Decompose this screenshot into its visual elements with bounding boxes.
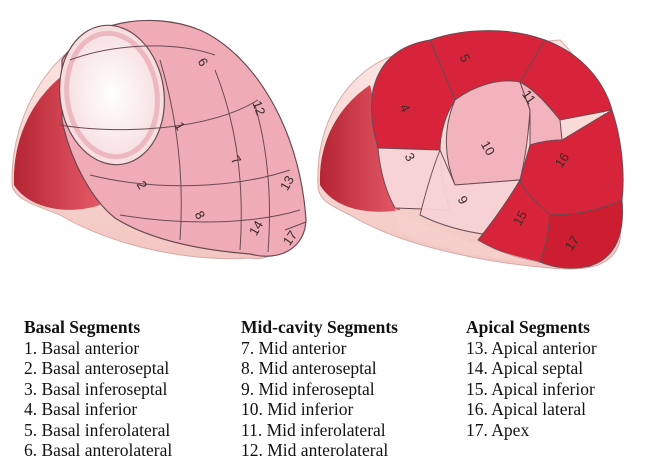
right-heart-model: 5 4 11 10 3 16 9 15 17 <box>317 30 624 270</box>
legend-item: 13. Apical anterior <box>466 337 597 358</box>
left-label-14: 14 <box>246 218 266 238</box>
right-segment-10 <box>445 80 531 186</box>
right-red-wall <box>319 85 400 212</box>
legend-item: 12. Mid anterolateral <box>241 440 389 460</box>
legend-apical: Apical Segments 13. Apical anterior 14. … <box>466 317 597 440</box>
right-segment-17 <box>539 199 624 269</box>
legend-item: 6. Basal anterolateral <box>24 440 173 460</box>
left-label-17: 17 <box>280 228 301 248</box>
legend-item: 4. Basal inferior <box>24 399 138 419</box>
legend-item: 7. Mid anterior <box>241 337 347 358</box>
heart-segment-diagram: 6 1 12 7 2 13 8 14 17 5 <box>11 19 624 270</box>
left-label-12: 12 <box>249 99 268 118</box>
legend-item: 1. Basal anterior <box>24 337 140 358</box>
right-base-overlay <box>395 208 540 262</box>
legend-item: 10. Mid inferior <box>241 399 354 419</box>
right-segment-4 <box>371 39 456 151</box>
legend-basal: Basal Segments 1. Basal anterior 2. Basa… <box>24 317 172 461</box>
legend-item: 15. Apical inferior <box>466 378 595 399</box>
left-opening-rim <box>64 30 160 160</box>
left-red-wall <box>13 70 100 210</box>
legend-mid-heading: Mid-cavity Segments <box>241 317 398 337</box>
legend-item: 11. Mid inferolateral <box>241 419 386 440</box>
right-label-15: 15 <box>510 208 530 228</box>
legend-basal-heading: Basal Segments <box>24 317 141 337</box>
legend-item: 8. Mid anteroseptal <box>241 358 377 378</box>
right-label-10: 10 <box>478 138 498 158</box>
legend-item: 16. Apical lateral <box>466 399 587 419</box>
legend-item: 2. Basal anteroseptal <box>24 358 170 378</box>
left-label-13: 13 <box>277 173 297 193</box>
legend-item: 17. Apex <box>466 419 530 440</box>
right-label-16: 16 <box>552 150 573 170</box>
legend-item: 3. Basal inferoseptal <box>24 378 168 399</box>
legend-mid-cavity: Mid-cavity Segments 7. Mid anterior 8. M… <box>241 317 398 461</box>
right-label-17: 17 <box>562 233 583 253</box>
left-grid-lines <box>59 45 307 253</box>
legend-item: 14. Apical septal <box>466 358 584 378</box>
left-heart-model: 6 1 12 7 2 13 8 14 17 <box>11 19 307 260</box>
legend-item: 9. Mid inferoseptal <box>241 378 375 399</box>
legend-apical-heading: Apical Segments <box>466 317 590 337</box>
legend-item: 5. Basal inferolateral <box>24 419 171 440</box>
